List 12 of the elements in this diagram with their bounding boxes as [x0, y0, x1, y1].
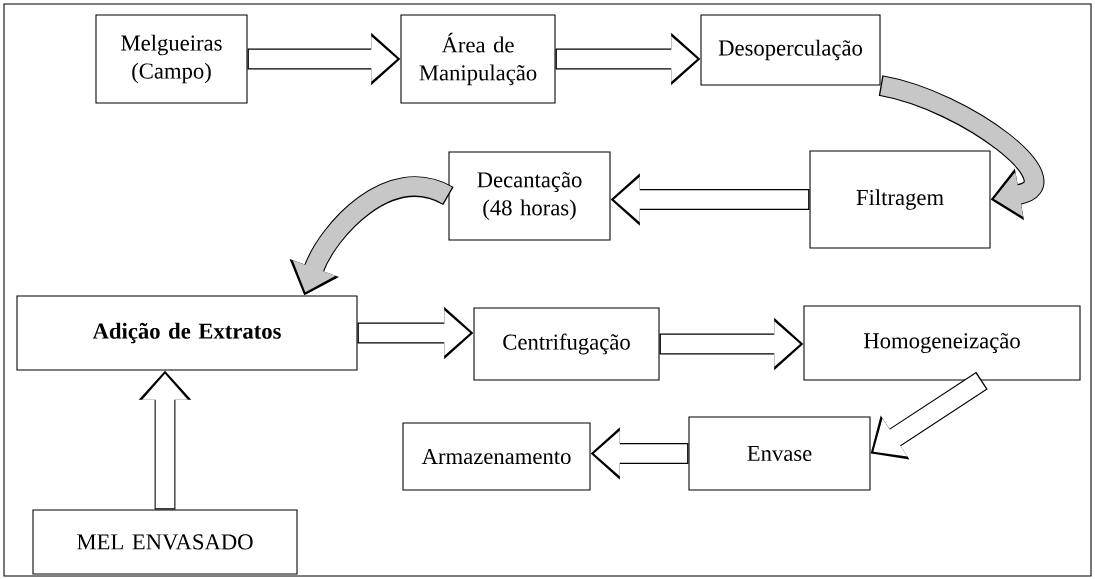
process-box: MEL ENVASADO	[32, 509, 298, 575]
process-box: Desoperculação	[700, 14, 881, 86]
process-box: Decantação (48 horas)	[448, 151, 611, 241]
process-box: Filtragem	[809, 150, 991, 249]
process-box: Centrifugação	[473, 307, 660, 381]
process-box: Área de Manipulação	[400, 14, 556, 104]
curved-arrow	[878, 75, 1045, 221]
process-box: Envase	[688, 416, 871, 491]
process-box: Homogeneização	[803, 305, 1081, 381]
process-box: Armazenamento	[402, 422, 591, 491]
process-box: Melgueiras (Campo)	[95, 14, 248, 104]
process-box: Adição de Extratos	[16, 295, 358, 371]
